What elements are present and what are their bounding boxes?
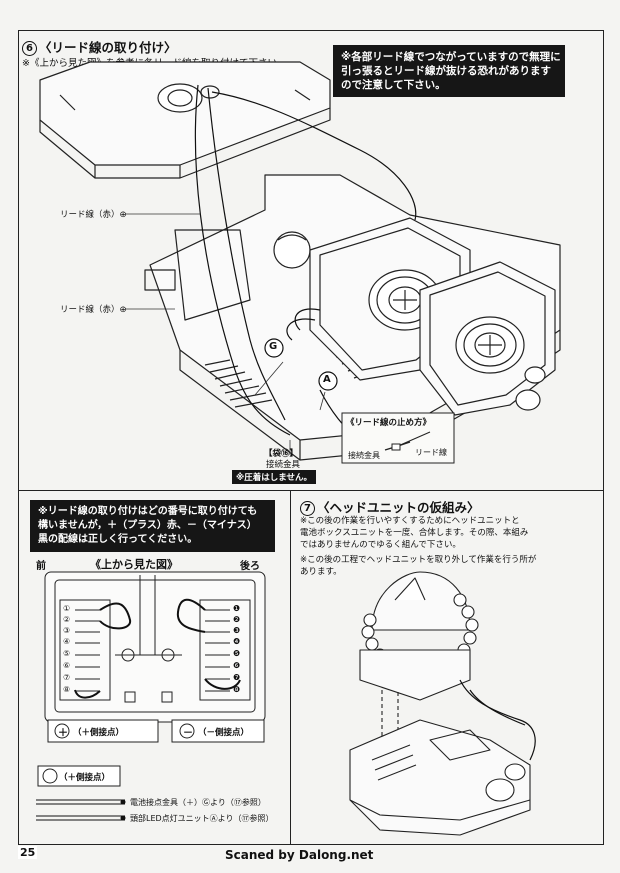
step6-number: 6 bbox=[22, 41, 37, 56]
top-view-title: 《上から見た図》 bbox=[90, 558, 178, 571]
terminal-left-3: ③ bbox=[63, 626, 71, 635]
label-red-lead-1: リード線（赤）⊕ bbox=[60, 210, 127, 220]
marker-a: A bbox=[323, 374, 331, 385]
step6-title: 6〈リード線の取り付け〉 bbox=[22, 37, 177, 56]
legend-line-2: 頭部LED点灯ユニットⒶより（⑰参照） bbox=[130, 814, 274, 823]
bag-label: 【袋⑯】 bbox=[264, 449, 299, 459]
terminal-left-6: ⑥ bbox=[63, 661, 71, 670]
terminal-right-3: ❸ bbox=[233, 626, 241, 635]
step6-warning-line: ので注意して下さい。 bbox=[341, 79, 446, 91]
terminal-right-5: ❺ bbox=[233, 649, 241, 658]
terminal-left-2: ② bbox=[63, 615, 71, 624]
plus-contact-label: （＋側接点） bbox=[73, 728, 125, 738]
wiring-warning-line: 黒の配線は正しく行ってください。 bbox=[38, 534, 198, 545]
page-frame bbox=[18, 30, 604, 845]
marker-g: G bbox=[269, 341, 278, 352]
wiring-warning-box: ※リード線の取り付けはどの番号に取り付けても 構いませんが，＋（プラス）赤、－（… bbox=[30, 500, 275, 552]
label-red-lead-2: リード線（赤）⊕ bbox=[60, 305, 127, 315]
label-front: 前 bbox=[36, 561, 46, 572]
terminal-right-2: ❷ bbox=[233, 615, 241, 624]
no-adhesive-note: ※圧着はしません。 bbox=[232, 470, 317, 484]
stop-method-lead: リード線 bbox=[415, 448, 447, 457]
step7-note-2: ※この後の工程でヘッドユニットを取り外して作業を行う所が あります。 bbox=[300, 555, 537, 577]
column-divider bbox=[290, 490, 291, 845]
step6-warning-line: ※各部リード線でつながっていますので無理に bbox=[341, 51, 561, 63]
wiring-warning-line: ※リード線の取り付けはどの番号に取り付けても bbox=[38, 506, 258, 517]
step7-number: 7 bbox=[300, 501, 315, 516]
plus-symbol: ＋ bbox=[58, 728, 68, 739]
step7-note-1: ※この後の作業を行いやすくするためにヘッドユニットと 電池ボックスユニットを一度… bbox=[300, 516, 529, 550]
stop-method-connector: 接続金具 bbox=[348, 451, 380, 460]
legend-line-1: 電池接点金具（＋）Ⓖより（⑰参照） bbox=[130, 798, 266, 807]
minus-contact-label: （－側接点） bbox=[198, 728, 250, 738]
minus-symbol: － bbox=[183, 728, 193, 739]
terminal-right-7: ❼ bbox=[233, 673, 241, 682]
connector-label: 接続金具 bbox=[266, 460, 301, 470]
legend-plus-label: （＋側接点） bbox=[59, 773, 111, 783]
wiring-warning-line: 構いませんが，＋（プラス）赤、－（マイナス） bbox=[38, 520, 257, 531]
label-back: 後ろ bbox=[240, 561, 260, 572]
terminal-left-5: ⑤ bbox=[63, 649, 71, 658]
terminal-left-4: ④ bbox=[63, 637, 71, 646]
section-divider bbox=[18, 490, 604, 491]
terminal-right-6: ❻ bbox=[233, 661, 241, 670]
terminal-right-4: ❹ bbox=[233, 637, 241, 646]
terminal-left-1: ① bbox=[63, 604, 71, 613]
page-number: 25 bbox=[18, 846, 38, 859]
step6-warning-line: 引っ張るとリード線が抜ける恐れがあります bbox=[341, 65, 551, 77]
step7-title: 7〈ヘッドユニットの仮組み〉 bbox=[300, 497, 480, 516]
scan-credit: Scaned by Dalong.net bbox=[225, 848, 374, 862]
terminal-left-8: ⑧ bbox=[63, 685, 71, 694]
stop-method-title: 《リード線の止め方》 bbox=[346, 418, 432, 428]
step6-warning-box: ※各部リード線でつながっていますので無理に 引っ張るとリード線が抜ける恐れがあり… bbox=[333, 45, 565, 97]
terminal-right-8: ❽ bbox=[233, 685, 241, 694]
terminal-right-1: ❶ bbox=[233, 604, 241, 613]
terminal-left-7: ⑦ bbox=[63, 673, 71, 682]
